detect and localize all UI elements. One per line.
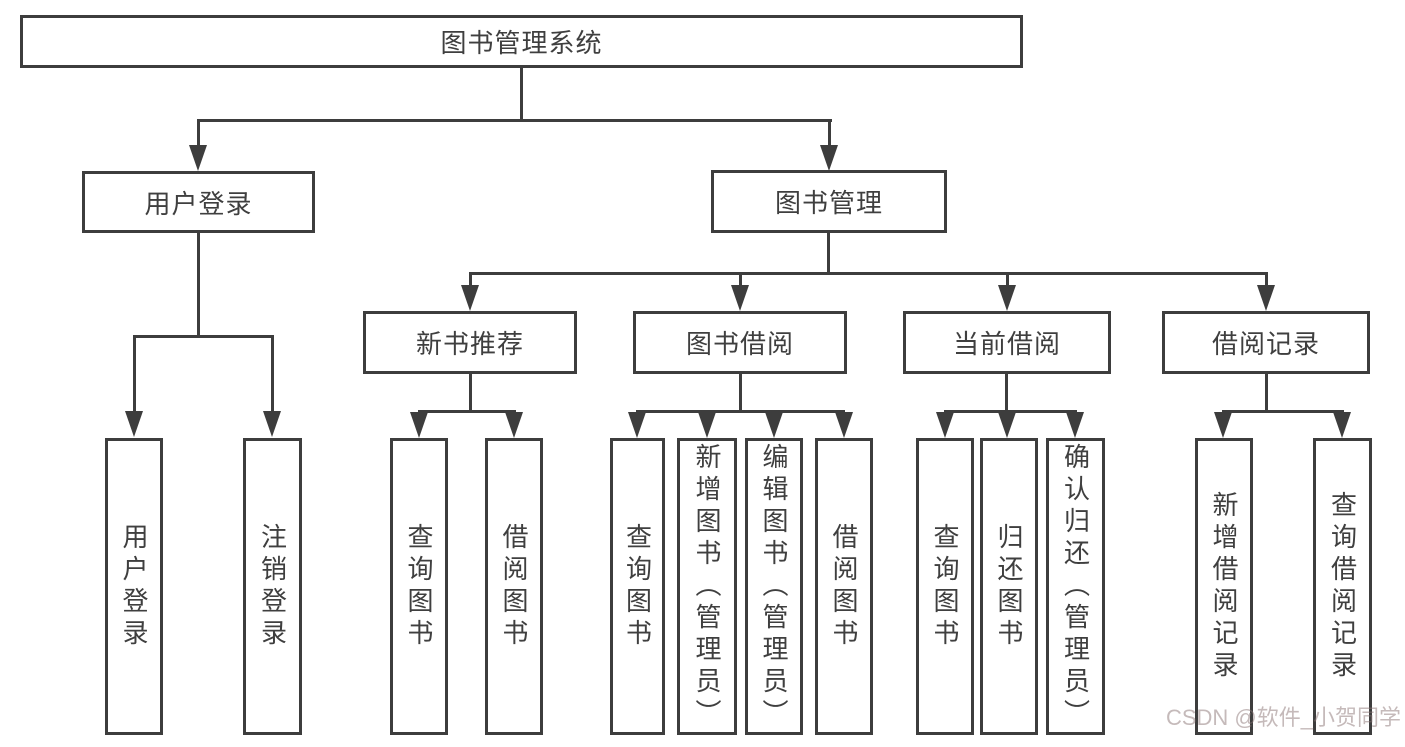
connector-line bbox=[469, 374, 472, 410]
arrowhead-down-icon bbox=[1066, 412, 1084, 438]
node-borrow-records: 借阅记录 bbox=[1162, 311, 1370, 374]
arrowhead-down-icon bbox=[936, 412, 954, 438]
arrowhead-down-icon bbox=[998, 412, 1016, 438]
leaf-user-login: 用户登录 bbox=[105, 438, 163, 735]
leaf-cb-return-books: 归还图书 bbox=[980, 438, 1038, 735]
arrowhead-down-icon bbox=[189, 145, 207, 171]
connector-line bbox=[271, 335, 274, 417]
leaf-bb-edit-books-admin: 编辑图书（管理员） bbox=[745, 438, 803, 735]
arrowhead-down-icon bbox=[505, 412, 523, 438]
connector-line bbox=[197, 119, 832, 122]
connector-line bbox=[520, 68, 523, 121]
connector-line bbox=[1005, 374, 1008, 410]
leaf-br-query-record: 查询借阅记录 bbox=[1313, 438, 1372, 735]
leaf-logout: 注销登录 bbox=[243, 438, 302, 735]
arrowhead-down-icon bbox=[1257, 285, 1275, 311]
leaf-cb-confirm-return-admin: 确认归还（管理员） bbox=[1046, 438, 1105, 735]
arrowhead-down-icon bbox=[263, 411, 281, 437]
arrowhead-down-icon bbox=[461, 285, 479, 311]
connector-line bbox=[1006, 272, 1009, 288]
leaf-bb-add-books-admin: 新增图书（管理员） bbox=[677, 438, 737, 735]
connector-line bbox=[197, 233, 200, 335]
arrowhead-down-icon bbox=[410, 412, 428, 438]
arrowhead-down-icon bbox=[698, 412, 716, 438]
arrowhead-down-icon bbox=[628, 412, 646, 438]
arrowhead-down-icon bbox=[1333, 412, 1351, 438]
connector-line bbox=[133, 335, 136, 417]
node-book-management: 图书管理 bbox=[711, 170, 947, 233]
connector-line bbox=[469, 272, 1268, 275]
arrowhead-down-icon bbox=[1214, 412, 1232, 438]
node-book-borrowing: 图书借阅 bbox=[633, 311, 847, 374]
arrowhead-down-icon bbox=[731, 285, 749, 311]
arrowhead-down-icon bbox=[765, 412, 783, 438]
leaf-nb-query-books: 查询图书 bbox=[390, 438, 448, 735]
leaf-cb-query-books: 查询图书 bbox=[916, 438, 974, 735]
connector-line bbox=[1222, 410, 1344, 413]
connector-line bbox=[739, 272, 742, 288]
connector-line bbox=[636, 410, 845, 413]
connector-line bbox=[827, 233, 830, 272]
leaf-br-add-record: 新增借阅记录 bbox=[1195, 438, 1253, 735]
arrowhead-down-icon bbox=[125, 411, 143, 437]
leaf-bb-query-books: 查询图书 bbox=[610, 438, 665, 735]
leaf-bb-borrow-books: 借阅图书 bbox=[815, 438, 873, 735]
node-current-borrowing: 当前借阅 bbox=[903, 311, 1111, 374]
connector-line bbox=[418, 410, 516, 413]
node-library-system: 图书管理系统 bbox=[20, 15, 1023, 68]
connector-line bbox=[1265, 374, 1268, 410]
connector-line bbox=[1265, 272, 1268, 288]
csdn-watermark: CSDN @软件_小贺同学 bbox=[1165, 705, 1401, 730]
connector-line bbox=[739, 374, 742, 410]
leaf-nb-borrow-books: 借阅图书 bbox=[485, 438, 543, 735]
arrowhead-down-icon bbox=[835, 412, 853, 438]
connector-line bbox=[133, 335, 274, 338]
connector-line bbox=[944, 410, 1077, 413]
arrowhead-down-icon bbox=[820, 145, 838, 171]
connector-line bbox=[828, 119, 831, 151]
connector-line bbox=[469, 272, 472, 288]
node-new-book-recommend: 新书推荐 bbox=[363, 311, 577, 374]
arrowhead-down-icon bbox=[998, 285, 1016, 311]
connector-line bbox=[197, 119, 200, 151]
node-user-login: 用户登录 bbox=[82, 171, 315, 233]
